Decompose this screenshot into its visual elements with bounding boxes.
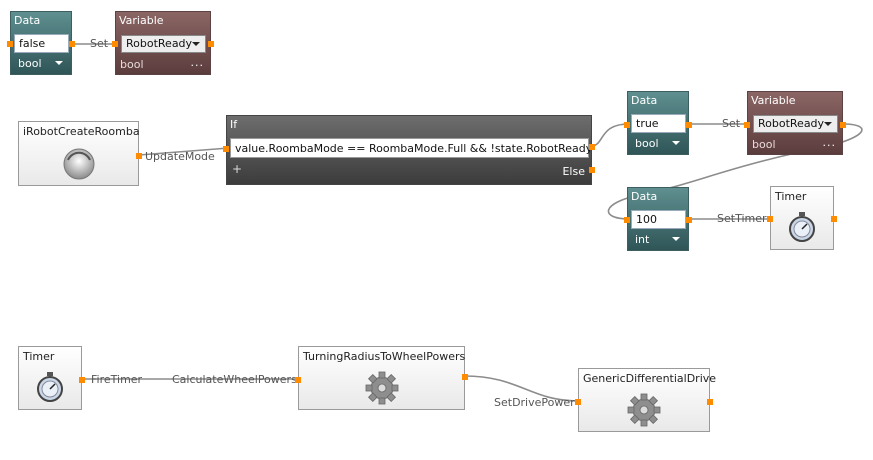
data-value-field[interactable]: 100 [631,210,686,229]
data-node-title: Data [631,190,658,203]
data-type-label: bool [635,137,659,150]
variable-select[interactable]: RobotReady [121,35,206,53]
timer-node-bottom[interactable]: Timer [18,346,85,410]
true-output-pin[interactable] [589,144,595,150]
output-pin[interactable] [69,41,75,47]
data-type-label: int [635,233,650,246]
data-type-select[interactable]: bool [14,56,69,72]
else-output-pin[interactable] [589,167,595,173]
chevron-down-icon [55,61,63,65]
input-pin[interactable] [223,146,229,152]
link-label-setdrivepower: SetDrivePower [494,396,575,409]
stopwatch-icon [37,372,63,402]
timer-node-title: Timer [775,190,807,203]
if-node[interactable]: If value.RoombaMode == RoombaMode.Full &… [223,115,595,185]
variable-node-title: Variable [119,14,164,27]
more-options-button[interactable]: ... [822,136,836,149]
input-pin[interactable] [295,377,301,383]
wire-turning-to-generic [463,375,580,402]
service-node-irobot[interactable]: iRobotCreateRoomba [18,121,142,186]
service-node-generic-differential-drive[interactable]: GenericDifferentialDrive [575,368,717,432]
variable-type-label: bool [120,58,144,71]
service-node-title: iRobotCreateRoomba [23,125,140,138]
variable-node-title: Variable [751,94,796,107]
output-pin[interactable] [707,399,713,405]
input-pin[interactable] [767,216,773,222]
data-node-true[interactable]: Data true bool [624,91,692,155]
wire-var-loop [607,123,863,220]
gear-icon [365,371,398,405]
data-node-title: Data [14,14,41,27]
input-pin[interactable] [575,399,581,405]
data-type-label: bool [18,57,42,70]
link-label-settimer: SetTimer [717,212,767,225]
data-node-title: Data [631,94,658,107]
input-pin[interactable] [112,41,118,47]
variable-select-value: RobotReady [126,37,193,50]
output-pin[interactable] [686,122,692,128]
data-value-field[interactable]: false [14,34,69,53]
timer-node-title: Timer [23,350,55,363]
service-node-title: TurningRadiusToWheelPowers [303,350,466,363]
link-label-calculatewheelpowers: CalculateWheelPowers [172,373,297,386]
input-pin[interactable] [744,122,750,128]
output-pin[interactable] [462,374,468,380]
output-pin[interactable] [831,216,837,222]
data-node-100[interactable]: Data 100 int [624,187,692,251]
timer-node-top[interactable]: Timer [767,186,837,250]
data-node-false[interactable]: Data false bool [7,11,75,75]
output-pin[interactable] [840,122,846,128]
variable-type-label: bool [752,138,776,151]
link-label-set: Set [722,117,741,130]
chevron-down-icon [672,141,680,145]
data-type-select[interactable]: bool [631,136,686,152]
data-value-field[interactable]: true [631,114,686,133]
variable-select-value: RobotReady [758,117,825,130]
output-pin[interactable] [208,41,214,47]
else-label: Else [562,165,585,178]
wire-irobot-to-if [138,147,230,156]
stopwatch-icon [789,212,815,242]
data-type-select[interactable]: int [631,232,686,248]
chevron-down-icon [672,237,680,241]
if-condition-field[interactable]: value.RoombaMode == RoombaMode.Full && !… [230,138,592,158]
gear-icon [627,393,661,427]
output-pin[interactable] [136,153,142,159]
if-node-title: If [230,118,238,131]
variable-node-robotready-right[interactable]: Variable RobotReady bool ... [744,91,846,155]
service-node-title: GenericDifferentialDrive [583,372,717,385]
link-label-updatemode: UpdateMode [145,150,215,163]
add-condition-button[interactable]: + [232,162,243,176]
input-pin[interactable] [624,217,630,223]
link-label-set: Set [90,37,109,50]
output-pin[interactable] [686,217,692,223]
chevron-down-icon [824,122,832,126]
variable-node-robotready[interactable]: Variable RobotReady bool ... [112,11,214,75]
output-pin[interactable] [79,377,85,383]
link-label-firetimer: FireTimer [91,373,143,386]
input-pin[interactable] [7,41,13,47]
more-options-button[interactable]: ... [190,56,204,69]
roomba-icon [63,148,94,180]
variable-select[interactable]: RobotReady [753,115,838,133]
service-node-turning-radius[interactable]: TurningRadiusToWheelPowers [295,346,468,410]
input-pin[interactable] [624,122,630,128]
chevron-down-icon [192,42,200,46]
